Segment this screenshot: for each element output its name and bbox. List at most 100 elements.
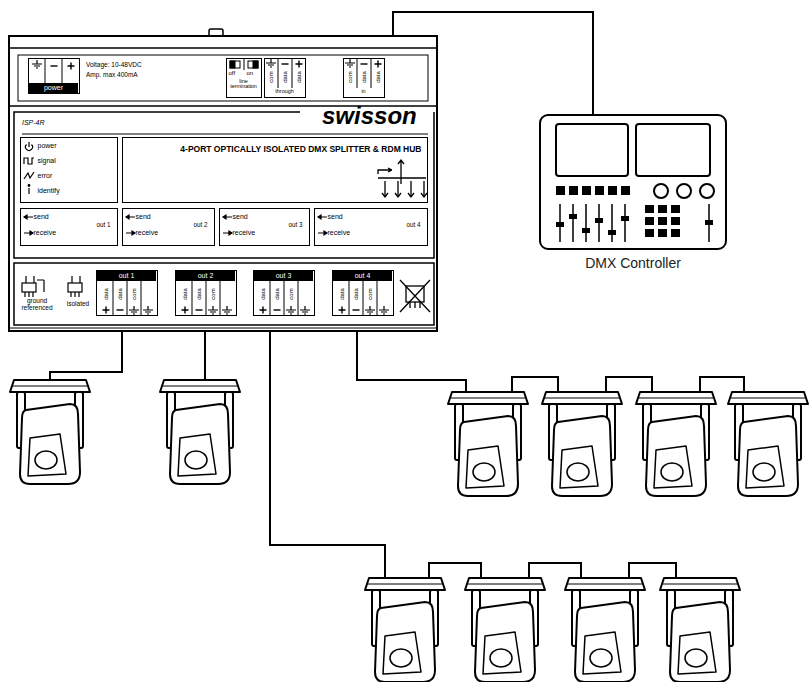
output-terminal-symbol bbox=[274, 310, 281, 311]
dmx-console bbox=[569, 186, 578, 195]
pin-label: data bbox=[338, 288, 345, 300]
status-icon bbox=[24, 142, 34, 194]
pin-label: data bbox=[181, 288, 188, 300]
status-icon bbox=[25, 142, 32, 150]
terminal-symbol bbox=[230, 61, 235, 68]
node-label: send bbox=[233, 213, 248, 221]
pin-label: data bbox=[102, 288, 109, 300]
input-terminal: comdatadatain bbox=[343, 58, 385, 98]
output-terminal-symbol bbox=[349, 281, 377, 316]
output-terminal-symbol bbox=[270, 281, 298, 316]
dmx-console bbox=[569, 214, 577, 219]
terminal-symbol bbox=[345, 59, 355, 67]
ground-mode-icon bbox=[71, 292, 79, 297]
output-terminal-symbol bbox=[339, 307, 346, 314]
node-label: send bbox=[328, 213, 343, 221]
terminal-symbol bbox=[45, 58, 62, 83]
dmx-console bbox=[560, 204, 709, 242]
moving-head-light bbox=[10, 380, 90, 484]
terminal-symbol bbox=[244, 58, 245, 70]
terminal-symbol bbox=[278, 58, 292, 88]
node-label: receive bbox=[136, 229, 159, 237]
dmx-cable bbox=[357, 332, 466, 392]
moving-head-light bbox=[542, 392, 622, 496]
dmx-controller: DMX Controller bbox=[540, 115, 726, 249]
output-status-panel: sendreceiveout 2 bbox=[122, 208, 215, 246]
node-label: power bbox=[38, 142, 57, 150]
node-label: DMX Controller bbox=[540, 255, 726, 271]
ground-mode-icon bbox=[22, 276, 82, 297]
dmx-console bbox=[540, 115, 726, 249]
pin-label: com bbox=[209, 288, 216, 299]
output-terminal-symbol bbox=[286, 306, 296, 314]
dmx-console bbox=[658, 217, 667, 225]
node-label: in bbox=[344, 88, 384, 94]
output-terminal-symbol bbox=[260, 307, 267, 314]
send-receive-icon bbox=[223, 231, 232, 235]
node-label: off bbox=[229, 70, 236, 77]
moving-head-light bbox=[565, 578, 645, 682]
hub-icon bbox=[378, 168, 392, 174]
terminal-symbol bbox=[357, 58, 371, 88]
pin-label: data bbox=[295, 71, 302, 83]
output-terminal: out 1datadatacom bbox=[96, 270, 158, 316]
dmx-cable bbox=[50, 332, 744, 578]
device-housing bbox=[8, 29, 438, 328]
node-label: line termination bbox=[227, 79, 261, 91]
device-housing bbox=[8, 328, 438, 329]
dmx-console bbox=[582, 228, 590, 233]
output-terminal-symbol bbox=[129, 306, 139, 314]
dmx-console bbox=[658, 229, 667, 237]
moving-head-light bbox=[365, 578, 445, 682]
status-icon bbox=[28, 185, 30, 187]
output-terminal: out 4datadatacom bbox=[332, 270, 394, 316]
dmx-console bbox=[654, 184, 668, 198]
terminal-symbol bbox=[32, 60, 42, 68]
ground-mode-icon bbox=[25, 292, 33, 297]
title-panel: 4-PORT OPTICALLY ISOLATED DMX SPLITTER &… bbox=[122, 137, 428, 203]
pin-label: com bbox=[366, 288, 373, 299]
output-terminal-symbol bbox=[300, 306, 310, 314]
moving-head-light bbox=[660, 578, 740, 682]
moving-head-light bbox=[636, 392, 716, 496]
node-label: error bbox=[38, 172, 53, 180]
no-ground-icon bbox=[400, 280, 430, 312]
device-housing bbox=[22, 134, 428, 135]
pin-label: data bbox=[352, 288, 359, 300]
dmx-console bbox=[700, 184, 714, 198]
through-terminal: comdatadatathrough bbox=[264, 58, 306, 98]
device-housing bbox=[18, 55, 428, 101]
send-receive-icon bbox=[318, 215, 327, 219]
node-label: 4-PORT OPTICALLY ISOLATED DMX SPLITTER &… bbox=[126, 145, 422, 155]
node-label: identify bbox=[38, 187, 60, 195]
terminal-symbol bbox=[68, 63, 75, 70]
node-label: out 1 bbox=[20, 221, 111, 228]
dmx-cable bbox=[429, 563, 676, 578]
output-terminal-symbol bbox=[103, 307, 110, 314]
dmx-console bbox=[645, 217, 654, 225]
device-housing bbox=[8, 47, 438, 49]
dmx-console bbox=[636, 124, 710, 176]
no-ground-icon bbox=[400, 280, 430, 312]
output-terminal-symbol bbox=[113, 281, 141, 316]
output-terminal-symbol bbox=[192, 281, 220, 316]
termination-switch: offonline termination bbox=[226, 58, 262, 98]
output-terminal: out 3datadatacom bbox=[253, 270, 315, 316]
terminal-symbol bbox=[51, 66, 58, 67]
status-icon bbox=[28, 188, 29, 194]
ground-mode-icon bbox=[72, 276, 80, 283]
terminal-heading: out 1 bbox=[97, 271, 156, 281]
output-terminal-symbol bbox=[365, 306, 375, 314]
node-label: out 4 bbox=[314, 221, 421, 228]
panel-label: Voltage: 10-48VDC bbox=[86, 61, 142, 68]
node-label: receive bbox=[328, 229, 351, 237]
power-terminal: power bbox=[28, 58, 80, 94]
terminal-symbol bbox=[282, 64, 289, 65]
output-terminal-symbol bbox=[103, 281, 390, 316]
dmx-console bbox=[645, 229, 654, 237]
dmx-console bbox=[540, 115, 726, 249]
moving-head-light bbox=[160, 380, 240, 484]
dmx-cable bbox=[512, 377, 744, 392]
